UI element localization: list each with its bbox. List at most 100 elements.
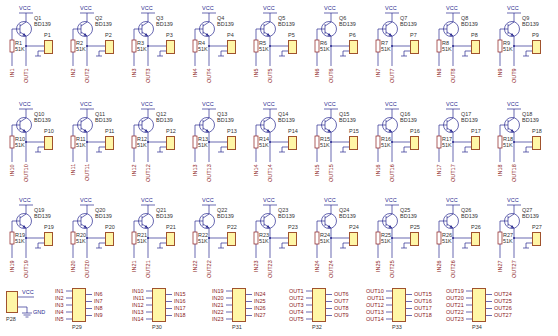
net-label: OUT3 <box>289 302 304 309</box>
part-value: 51K <box>259 238 269 245</box>
designator: P5 <box>288 32 295 39</box>
net-label: IN14 <box>132 316 144 323</box>
designator: R20 <box>76 232 86 239</box>
part-value: 51K <box>15 142 25 149</box>
net-label: OUT20 <box>84 260 91 278</box>
part-value: BD139 <box>522 117 539 124</box>
net-label: IN18 <box>174 312 186 319</box>
designator: R17 <box>442 136 452 143</box>
designator: P29 <box>72 324 82 331</box>
part-value: 51K <box>320 238 330 245</box>
power-label: VCC <box>446 5 458 12</box>
connector-box: P20 <box>105 232 114 246</box>
part-value: 51K <box>259 142 269 149</box>
power-label: VCC <box>80 101 92 108</box>
part-value: 51K <box>76 238 86 245</box>
net-label: IN6 <box>314 68 321 77</box>
designator: P2 <box>105 32 112 39</box>
part-value: BD139 <box>400 117 417 124</box>
net-label: IN17 <box>174 305 186 312</box>
net-label: IN23 <box>253 260 260 272</box>
designator: P8 <box>471 32 478 39</box>
designator: R19 <box>15 232 25 239</box>
designator: Q12 <box>156 111 166 118</box>
net-label: OUT6 <box>334 291 349 298</box>
net-label: IN6 <box>94 291 103 298</box>
part-value: BD139 <box>34 21 51 28</box>
part-value: 51K <box>503 238 513 245</box>
net-label: IN24 <box>314 260 321 272</box>
net-label: OUT22 <box>206 260 213 278</box>
part-value: BD139 <box>339 213 356 220</box>
designator: Q9 <box>522 15 529 22</box>
part-value: BD139 <box>217 21 234 28</box>
designator: R18 <box>503 136 513 143</box>
net-label: OUT9 <box>334 312 349 319</box>
header-connector: P30 <box>152 288 166 322</box>
designator: R1 <box>15 40 22 47</box>
net-label: IN2 <box>70 68 77 77</box>
net-label: IN20 <box>70 260 77 272</box>
part-value: BD139 <box>95 213 112 220</box>
net-label: IN12 <box>131 164 138 176</box>
net-label: IN26 <box>254 305 266 312</box>
net-label: OUT20 <box>446 295 464 302</box>
designator: Q15 <box>339 111 349 118</box>
net-label: IN23 <box>212 316 224 323</box>
part-value: BD139 <box>95 117 112 124</box>
designator: P1 <box>44 32 51 39</box>
designator: R15 <box>320 136 330 143</box>
part-value: BD139 <box>95 21 112 28</box>
designator: P33 <box>392 324 402 331</box>
designator: P10 <box>44 128 54 135</box>
net-label: IN26 <box>436 260 443 272</box>
net-label: IN3 <box>131 68 138 77</box>
net-label: OUT23 <box>267 260 274 278</box>
designator: R8 <box>442 40 449 47</box>
power-label: VCC <box>263 197 275 204</box>
designator: P23 <box>288 224 298 231</box>
net-label: IN5 <box>253 68 260 77</box>
designator: P4 <box>227 32 234 39</box>
net-label: IN2 <box>55 295 64 302</box>
net-label: OUT17 <box>414 305 432 312</box>
connector-box: P16 <box>410 136 419 150</box>
power-label: VCC <box>202 101 214 108</box>
designator: P28 <box>6 316 16 323</box>
part-value: 51K <box>198 238 208 245</box>
header-connector: P32 <box>312 288 326 322</box>
connector-box: P28 <box>6 291 18 313</box>
designator: Q17 <box>461 111 471 118</box>
designator: P3 <box>166 32 173 39</box>
designator: R11 <box>76 136 86 143</box>
power-label: VCC <box>263 5 275 12</box>
net-label: IN20 <box>212 295 224 302</box>
connector-box: P24 <box>349 232 358 246</box>
net-label: OUT7 <box>334 298 349 305</box>
part-value: BD139 <box>339 21 356 28</box>
net-label: IN8 <box>436 68 443 77</box>
part-value: 51K <box>76 46 86 53</box>
designator: Q21 <box>156 207 166 214</box>
net-label: IN1 <box>55 288 64 295</box>
part-value: 51K <box>320 46 330 53</box>
net-label: OUT2 <box>84 68 91 83</box>
designator: P7 <box>410 32 417 39</box>
connector-box: P11 <box>105 136 114 150</box>
designator: R7 <box>381 40 388 47</box>
power-label: VCC <box>80 5 92 12</box>
designator: P14 <box>288 128 298 135</box>
designator: Q18 <box>522 111 532 118</box>
net-label: IN24 <box>254 291 266 298</box>
designator: R27 <box>503 232 513 239</box>
net-label: OUT18 <box>511 164 518 182</box>
part-value: 51K <box>137 142 147 149</box>
header-connector: P34 <box>472 288 486 322</box>
net-label: IN9 <box>94 312 103 319</box>
net-label: IN21 <box>131 260 138 272</box>
part-value: 51K <box>198 46 208 53</box>
part-value: 51K <box>76 142 86 149</box>
designator: Q2 <box>95 15 102 22</box>
power-label: VCC <box>22 289 34 296</box>
connector-box: P12 <box>166 136 175 150</box>
